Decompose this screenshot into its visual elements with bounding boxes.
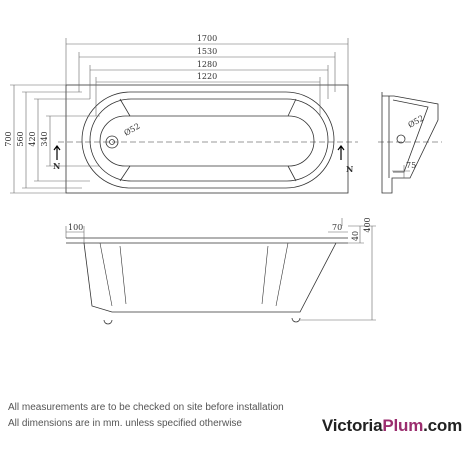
dim-70: 70 [332, 223, 342, 232]
dim-1280: 1280 [197, 60, 217, 69]
note-check-on-site: All measurements are to be checked on si… [8, 402, 284, 413]
section-label-left: N [53, 161, 60, 171]
dim-340: 340 [40, 131, 49, 146]
waste-diameter-label: Ø52 [123, 122, 142, 138]
dim-1220: 1220 [197, 72, 217, 81]
brand-logo: VictoriaPlum.com [322, 416, 462, 436]
dim-40: 40 [351, 231, 360, 241]
tub-floor [99, 115, 315, 167]
side-view-tub [83, 242, 337, 313]
brand-name-victoria: Victoria [321, 416, 383, 435]
end-waste-diameter-label: Ø52 [407, 114, 426, 130]
dim-1700: 1700 [197, 34, 217, 43]
dim-700: 700 [4, 131, 13, 146]
dim-400: 400 [363, 217, 372, 232]
section-label-right: N [346, 164, 353, 174]
section-arrow-left [53, 145, 61, 160]
section-arrow-right [337, 145, 345, 160]
dim-420: 420 [28, 131, 37, 146]
brand-name-plum: Plum [382, 416, 424, 435]
dim-75: 75 [406, 161, 416, 170]
brand-name-domain: .com [423, 416, 462, 435]
tub-inner-rim [89, 98, 329, 182]
end-view-outline [381, 92, 439, 194]
top-view-outline [65, 84, 349, 194]
dim-100: 100 [68, 223, 83, 232]
dim-560: 560 [16, 131, 25, 146]
dim-1530: 1530 [197, 47, 217, 56]
note-units: All dimensions are in mm. unless specifi… [8, 418, 242, 429]
tub-outer-rim [81, 91, 335, 189]
